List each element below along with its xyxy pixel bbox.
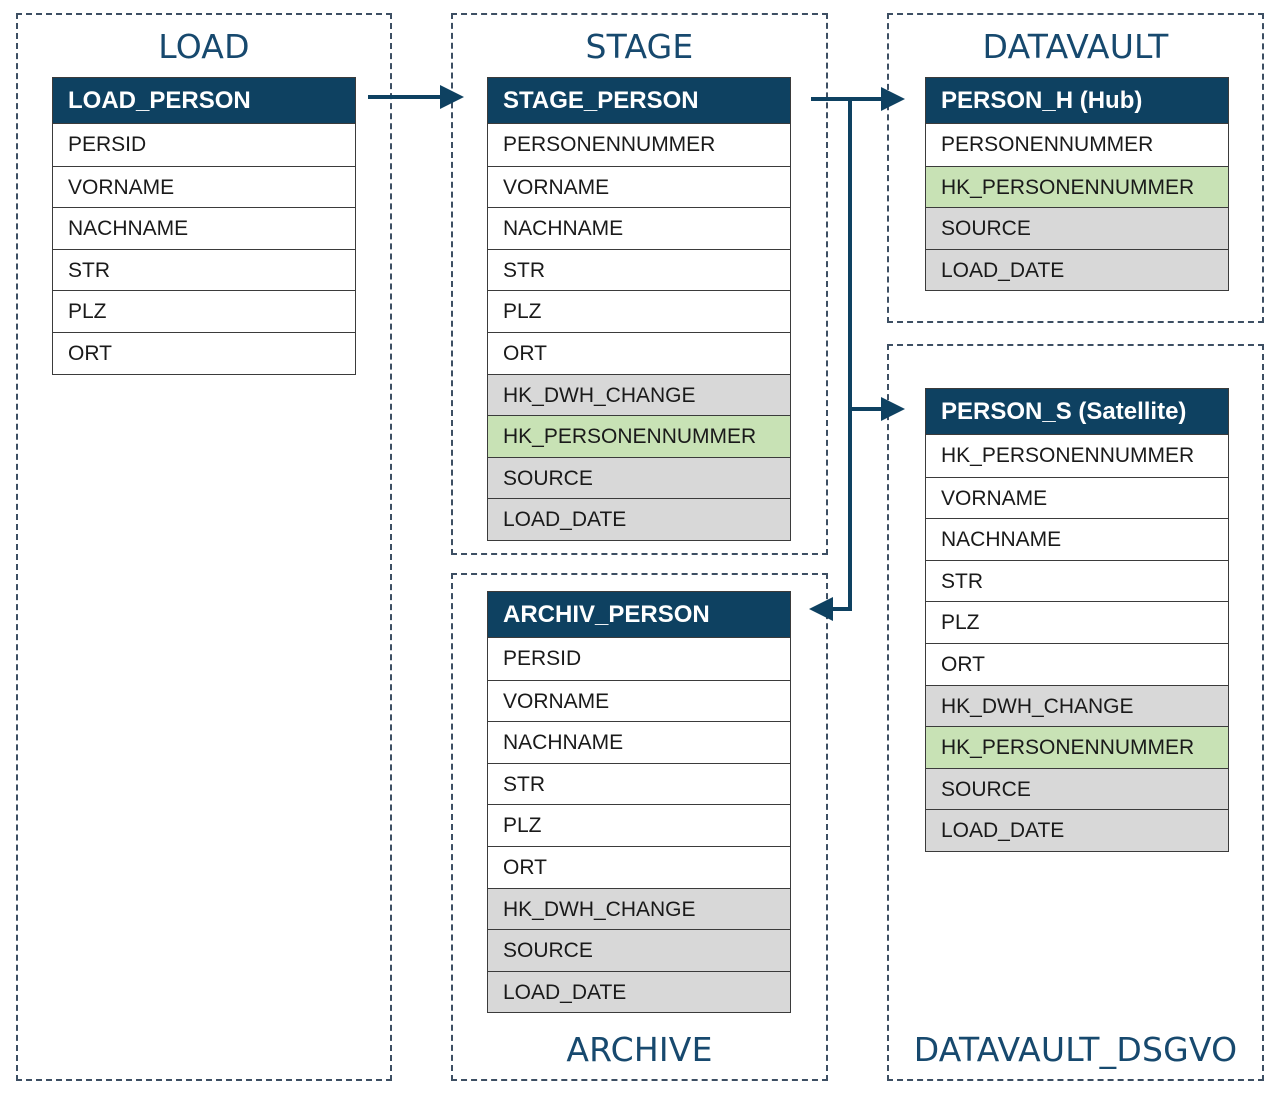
zone-datavault: DATAVAULT [887, 13, 1264, 323]
table-row: HK_DWH_CHANGE [488, 373, 790, 416]
table-row: ORT [926, 642, 1228, 685]
table-row: HK_PERSONENNUMMER [926, 165, 1228, 208]
table-row: HK_DWH_CHANGE [926, 684, 1228, 727]
table-row: ORT [488, 845, 790, 888]
table-row: VORNAME [926, 476, 1228, 519]
table-row: NACHNAME [926, 518, 1228, 560]
table-row: ORT [488, 331, 790, 374]
table-row: PERSID [488, 638, 790, 680]
table-row: STR [488, 762, 790, 805]
table-row: LOAD_DATE [488, 970, 790, 1013]
table-row: VORNAME [488, 679, 790, 722]
zone-load: LOAD [16, 13, 392, 1081]
table-row: NACHNAME [488, 721, 790, 763]
table-header: STAGE_PERSON [488, 78, 790, 124]
table-header: PERSON_H (Hub) [926, 78, 1228, 124]
zone-archive: ARCHIVE [451, 573, 828, 1081]
table-header: ARCHIV_PERSON [488, 592, 790, 638]
table-row: HK_DWH_CHANGE [488, 887, 790, 930]
zone-title-stage: STAGE [585, 27, 694, 66]
table-row: PLZ [53, 290, 355, 332]
arrow-stage-distribution-trunk [811, 97, 852, 611]
table-row: LOAD_DATE [488, 498, 790, 540]
table-row: PLZ [488, 804, 790, 846]
table-row: LOAD_DATE [926, 248, 1228, 291]
table-row: HK_PERSONENNUMMER [926, 726, 1228, 768]
table-row: SOURCE [488, 929, 790, 971]
table-row: HK_PERSONENNUMMER [488, 415, 790, 457]
zone-title-datavault: DATAVAULT [982, 27, 1169, 66]
zone-title-archive: ARCHIVE [566, 1030, 713, 1069]
table-row: PERSONENNUMMER [926, 124, 1228, 166]
table-row: LOAD_DATE [926, 809, 1228, 851]
table-row: PLZ [488, 290, 790, 332]
table-row: ORT [53, 331, 355, 374]
table-row: STR [926, 559, 1228, 602]
table-row: VORNAME [488, 165, 790, 208]
table-row: PLZ [926, 601, 1228, 643]
table-header: PERSON_S (Satellite) [926, 389, 1228, 435]
zone-stage: STAGE [451, 13, 828, 555]
table-row: NACHNAME [53, 207, 355, 249]
table-row: STR [53, 248, 355, 291]
table-row: SOURCE [926, 207, 1228, 249]
table-header: LOAD_PERSON [53, 78, 355, 124]
zone-title-load: LOAD [158, 27, 250, 66]
zone-datavault-dsgvo: DATAVAULT_DSGVO [887, 344, 1264, 1081]
table-row: VORNAME [53, 165, 355, 208]
table-row: SOURCE [488, 456, 790, 499]
table-row: PERSONENNUMMER [488, 124, 790, 166]
table-row: HK_PERSONENNUMMER [926, 435, 1228, 477]
zone-title-datavault-dsgvo: DATAVAULT_DSGVO [913, 1030, 1238, 1069]
table-row: STR [488, 248, 790, 291]
table-row: NACHNAME [488, 207, 790, 249]
table-row: SOURCE [926, 767, 1228, 810]
table-row: PERSID [53, 124, 355, 166]
